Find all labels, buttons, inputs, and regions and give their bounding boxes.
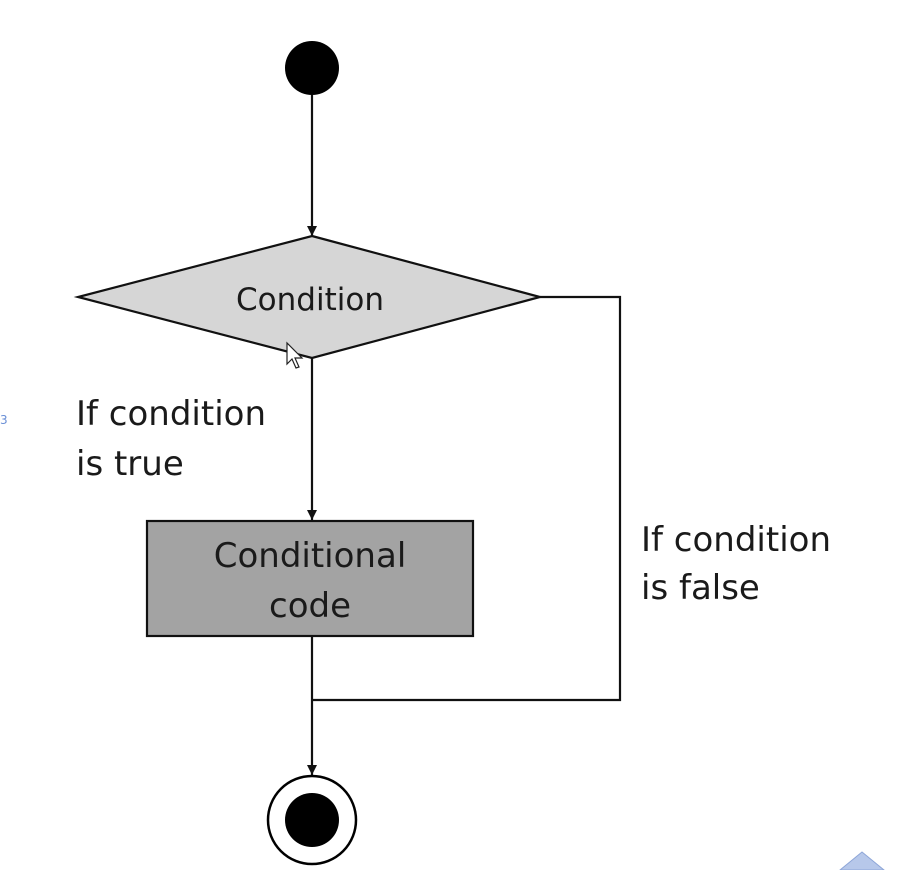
true-branch-label-line1: If condition [76, 394, 266, 434]
mouse-pointer-icon [286, 341, 304, 369]
process-node [145, 519, 475, 638]
false-branch-label-line2: is false [641, 568, 760, 608]
process-label-line1: Conditional [214, 536, 407, 576]
true-branch-label-line2: is true [76, 444, 184, 484]
process-label-line2: code [269, 586, 351, 626]
nav-arrow-icon[interactable] [838, 851, 886, 871]
start-node [285, 41, 339, 95]
edge-false-branch [312, 295, 622, 702]
false-branch-label-line1: If condition [641, 520, 831, 560]
edge-tick-label: 3 [0, 413, 8, 427]
end-node-inner [285, 793, 339, 847]
decision-label: Condition [236, 282, 384, 318]
